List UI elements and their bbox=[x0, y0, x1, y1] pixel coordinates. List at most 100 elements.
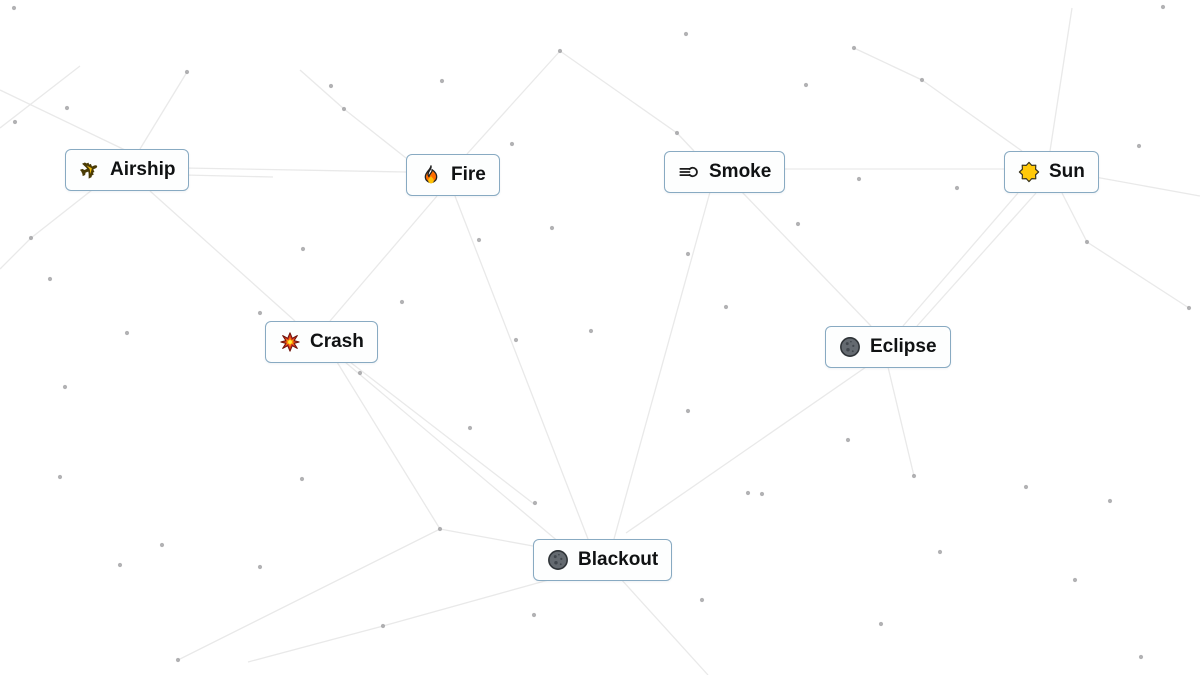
background-dot bbox=[300, 246, 306, 252]
craft-link-line bbox=[676, 132, 695, 152]
background-dot bbox=[685, 408, 691, 414]
element-label: Airship bbox=[110, 159, 176, 180]
background-dot bbox=[399, 299, 405, 305]
background-dot bbox=[175, 657, 181, 663]
background-dot bbox=[557, 48, 563, 54]
element-card-airship[interactable]: ✈ Airship bbox=[65, 149, 190, 191]
craft-link-line bbox=[1086, 241, 1190, 309]
craft-link-line bbox=[343, 108, 407, 159]
craft-link-line bbox=[349, 361, 535, 505]
background-dot bbox=[28, 235, 34, 241]
craft-link-line bbox=[344, 361, 561, 544]
background-dot bbox=[64, 105, 70, 111]
background-dot bbox=[12, 119, 18, 125]
background-dot bbox=[699, 597, 705, 603]
background-dot bbox=[1160, 4, 1166, 10]
background-dot bbox=[299, 476, 305, 482]
craft-link-line bbox=[0, 237, 32, 270]
background-dot bbox=[476, 237, 482, 243]
craft-link-line bbox=[625, 366, 867, 534]
background-dot bbox=[937, 549, 943, 555]
background-dot bbox=[357, 370, 363, 376]
background-dot bbox=[513, 337, 519, 343]
background-dot bbox=[11, 5, 17, 11]
craft-link-line bbox=[0, 89, 126, 151]
background-dot bbox=[257, 310, 263, 316]
element-label: Crash bbox=[310, 331, 364, 352]
craft-link-line bbox=[559, 50, 678, 134]
background-dot bbox=[467, 425, 473, 431]
element-label: Fire bbox=[451, 164, 486, 185]
craft-link-line bbox=[149, 190, 296, 322]
background-dot bbox=[159, 542, 165, 548]
background-dot bbox=[47, 276, 53, 282]
craft-link-line bbox=[853, 47, 923, 81]
collision-icon bbox=[279, 331, 301, 353]
background-dot bbox=[184, 69, 190, 75]
dash-icon bbox=[678, 161, 700, 183]
background-dot bbox=[954, 185, 960, 191]
background-dot bbox=[1138, 654, 1144, 660]
craft-link-line bbox=[336, 361, 441, 530]
element-label: Blackout bbox=[578, 549, 659, 570]
element-label: Eclipse bbox=[870, 336, 937, 357]
element-card-sun[interactable]: Sun bbox=[1004, 151, 1099, 193]
background-dot bbox=[911, 473, 917, 479]
craft-link-line bbox=[921, 79, 1023, 152]
background-dot bbox=[683, 31, 689, 37]
craft-link-line bbox=[466, 50, 561, 155]
background-dot bbox=[723, 304, 729, 310]
craft-link-line bbox=[0, 65, 81, 129]
element-label: Sun bbox=[1049, 161, 1085, 182]
craft-link-line bbox=[183, 167, 407, 173]
craft-link-line bbox=[139, 71, 188, 150]
background-dot bbox=[57, 474, 63, 480]
background-dot bbox=[341, 106, 347, 112]
craft-link-line bbox=[382, 578, 553, 627]
element-card-smoke[interactable]: Smoke bbox=[664, 151, 786, 193]
background-dot bbox=[549, 225, 555, 231]
background-dot bbox=[1072, 577, 1078, 583]
craft-link-line bbox=[177, 528, 441, 661]
background-dot bbox=[532, 500, 538, 506]
background-dot bbox=[531, 612, 537, 618]
craft-link-line bbox=[619, 577, 709, 675]
background-dot bbox=[437, 526, 443, 532]
background-dot bbox=[803, 82, 809, 88]
background-dot bbox=[674, 130, 680, 136]
background-dot bbox=[509, 141, 515, 147]
craft-link-line bbox=[183, 174, 274, 178]
background-dot bbox=[1084, 239, 1090, 245]
background-dot bbox=[851, 45, 857, 51]
craft-link-line bbox=[1049, 7, 1073, 152]
background-dot bbox=[919, 77, 925, 83]
background-dot bbox=[380, 623, 386, 629]
craft-link-line bbox=[887, 366, 915, 477]
new-moon-icon bbox=[547, 549, 569, 571]
element-card-eclipse[interactable]: Eclipse bbox=[825, 326, 951, 368]
background-dot bbox=[856, 176, 862, 182]
background-dot bbox=[759, 491, 765, 497]
craft-link-line bbox=[247, 625, 384, 663]
element-label: Smoke bbox=[709, 161, 772, 182]
craft-link-line bbox=[741, 191, 872, 327]
background-dot bbox=[62, 384, 68, 390]
fire-icon bbox=[420, 164, 442, 186]
background-dot bbox=[1107, 498, 1113, 504]
craft-link-line bbox=[454, 195, 589, 540]
element-card-crash[interactable]: Crash bbox=[265, 321, 378, 363]
background-dot bbox=[588, 328, 594, 334]
craft-link-line bbox=[439, 528, 534, 547]
craft-link-line bbox=[329, 195, 438, 322]
craft-link-line bbox=[1061, 192, 1088, 243]
airplane-icon: ✈ bbox=[77, 155, 103, 185]
background-dot bbox=[878, 621, 884, 627]
element-card-blackout[interactable]: Blackout bbox=[533, 539, 673, 581]
background-dot bbox=[439, 78, 445, 84]
element-card-fire[interactable]: Fire bbox=[406, 154, 500, 196]
new-moon-icon bbox=[839, 336, 861, 358]
background-dot bbox=[1186, 305, 1192, 311]
background-dot bbox=[1023, 484, 1029, 490]
